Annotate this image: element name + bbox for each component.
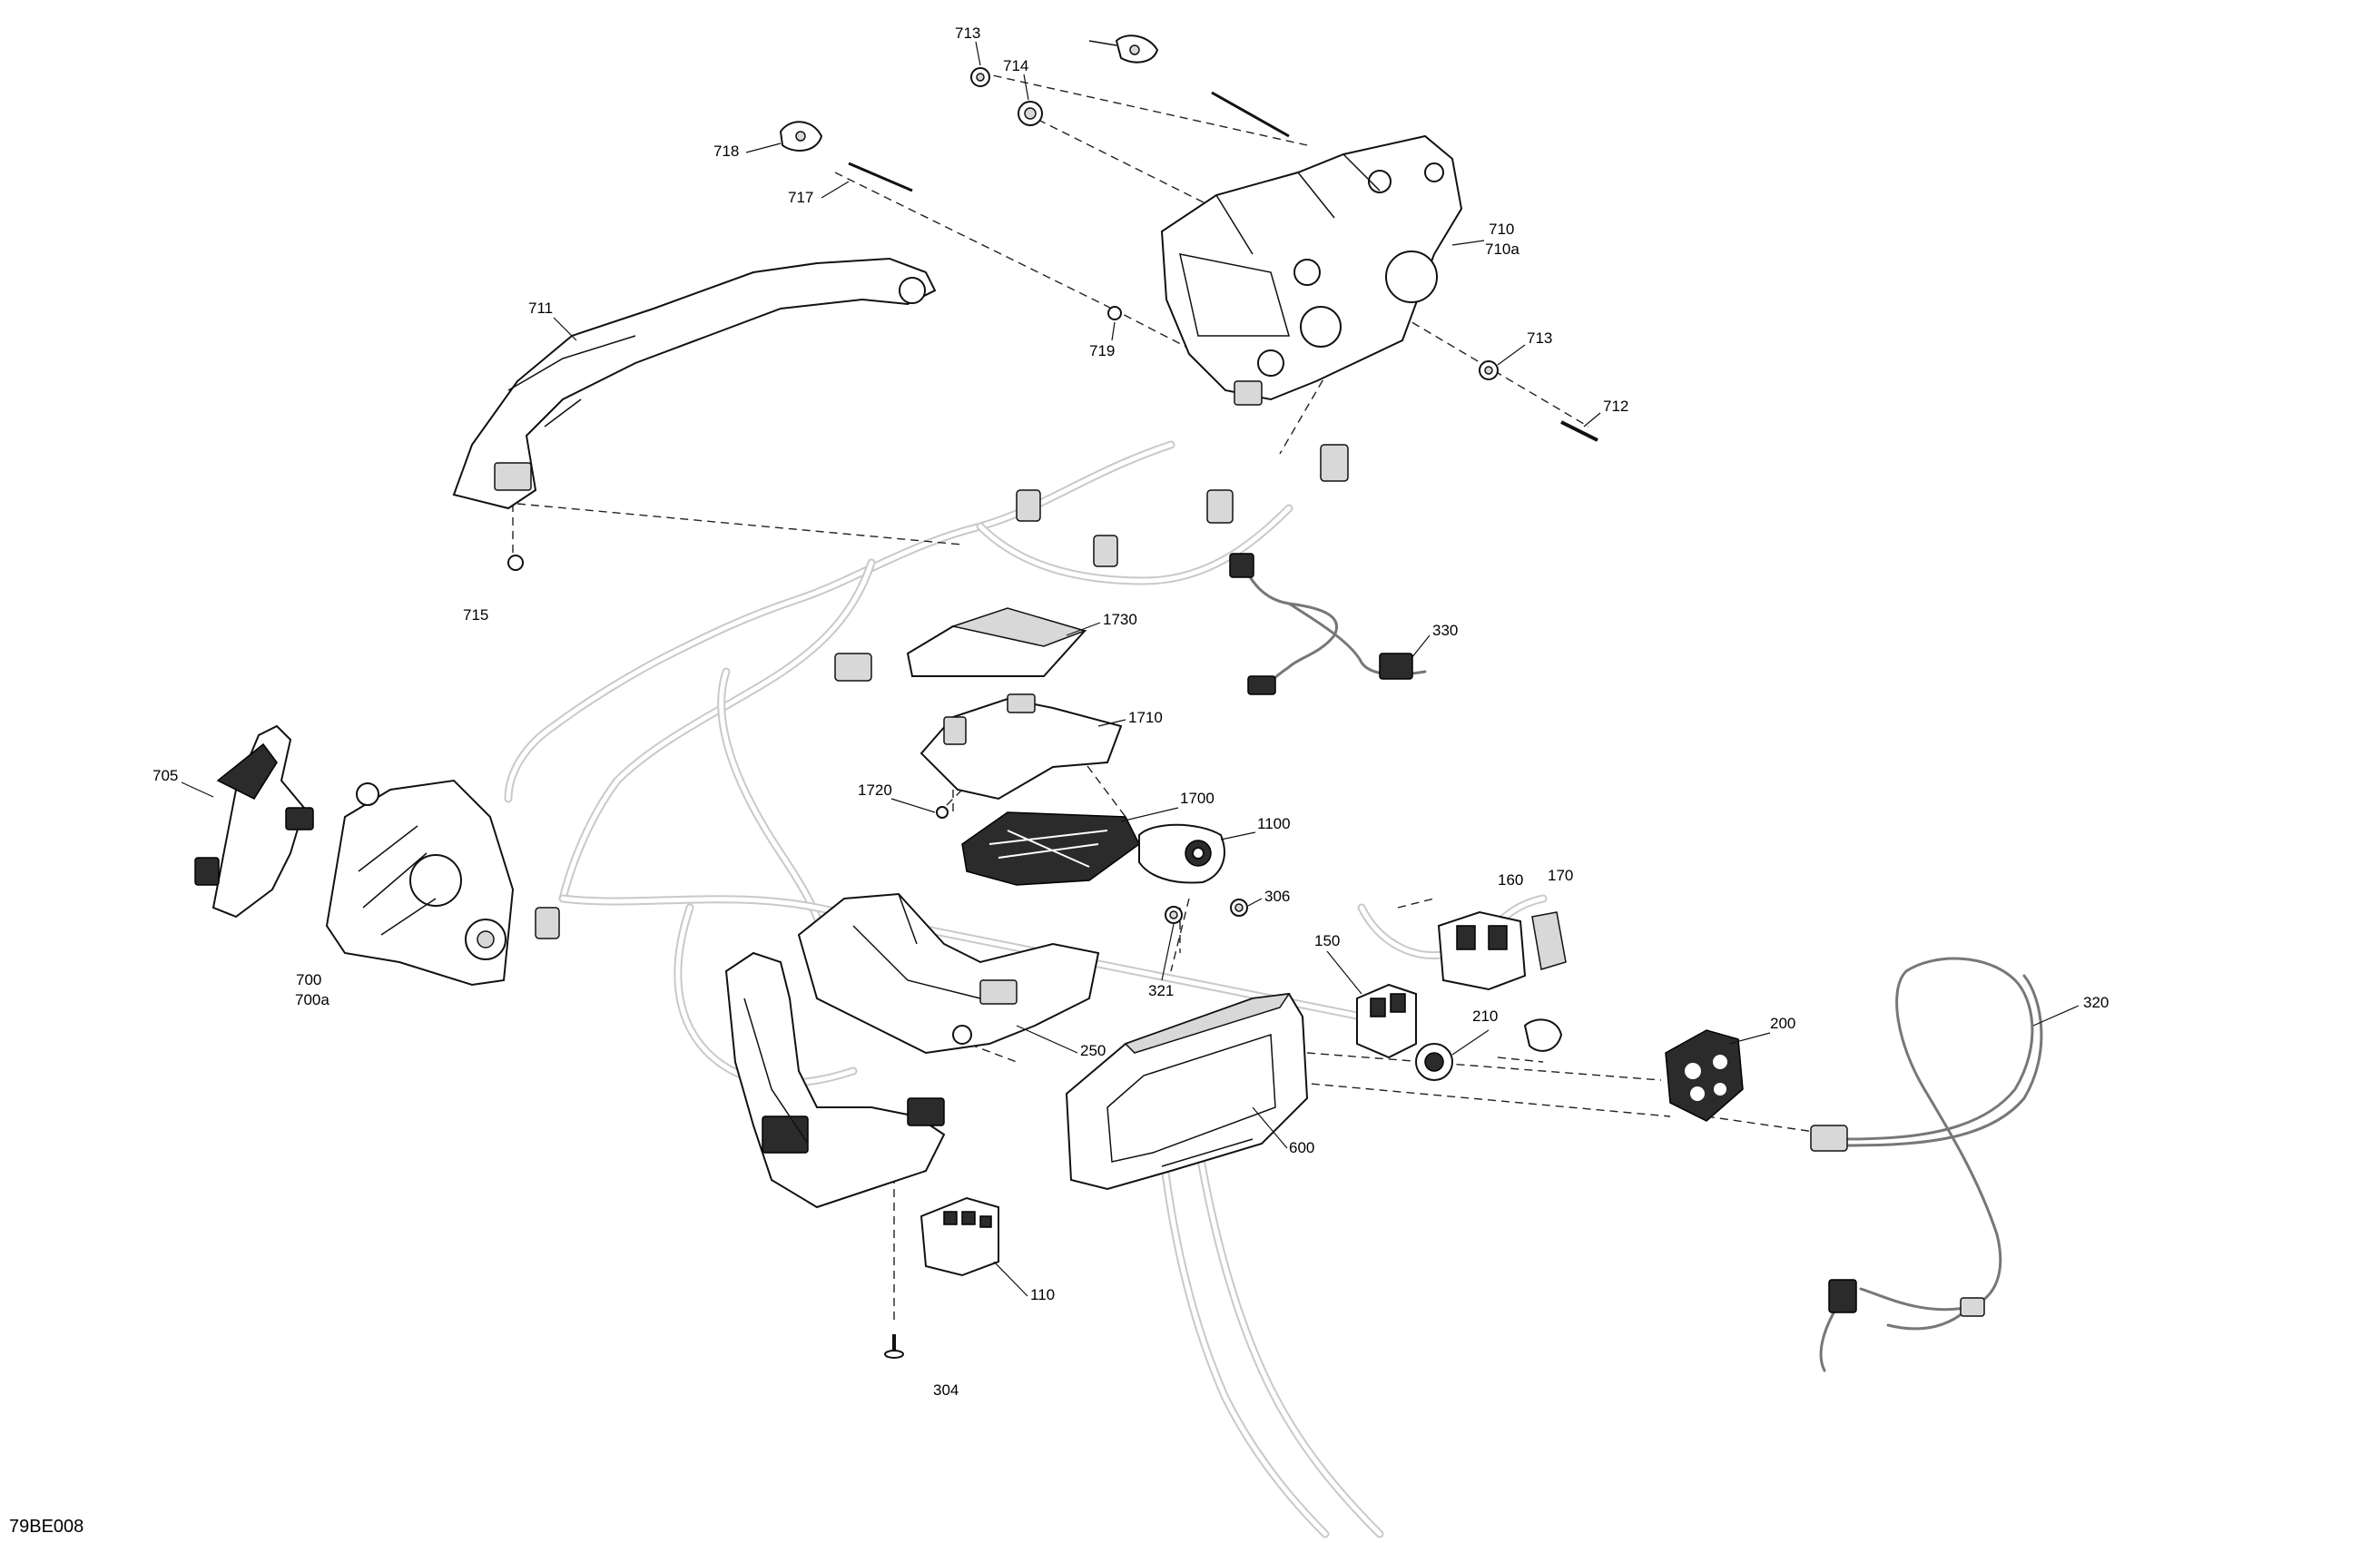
harness-330 [1229, 553, 1427, 695]
callout-330: 330 [1432, 622, 1458, 639]
light-700 [325, 779, 515, 987]
callout-712: 712 [1603, 398, 1628, 415]
module-1730 [906, 607, 1087, 677]
callout-304: 304 [933, 1381, 959, 1399]
switch-150 [1356, 983, 1417, 1059]
bracket-1710 [920, 693, 1123, 819]
callout-718: 718 [713, 143, 739, 160]
callout-321: 321 [1148, 982, 1174, 999]
callout-705: 705 [152, 767, 178, 784]
screw-304 [884, 1334, 904, 1359]
cluster-600 [1065, 992, 1309, 1191]
callout-320: 320 [2083, 994, 2109, 1011]
callout-700: 700 [296, 971, 321, 988]
callout-714: 714 [1003, 57, 1028, 74]
callout-713-top: 713 [955, 25, 980, 42]
harness-320 [1810, 957, 2043, 1372]
leader-lines [181, 41, 2080, 1297]
screw-321 [1165, 906, 1183, 924]
plug-170 [1531, 911, 1567, 970]
hardware-top [779, 34, 1598, 442]
callout-713-right: 713 [1527, 329, 1552, 347]
bracket-711 [452, 257, 937, 571]
callout-160: 160 [1498, 871, 1523, 889]
callout-715: 715 [463, 606, 488, 624]
callout-1700: 1700 [1180, 790, 1215, 807]
callout-170: 170 [1548, 867, 1573, 884]
callout-1710: 1710 [1128, 709, 1163, 726]
callout-250: 250 [1080, 1042, 1106, 1059]
callout-110: 110 [1030, 1286, 1055, 1303]
callout-1720: 1720 [858, 781, 892, 799]
callout-600: 600 [1289, 1139, 1314, 1156]
ignition-switch-1100 [1138, 823, 1225, 884]
callout-700a: 700a [295, 991, 329, 1008]
lower-bracket [724, 951, 946, 1209]
callout-719: 719 [1089, 342, 1115, 359]
headlight-housing-710 [1160, 134, 1463, 406]
keypad-200 [1665, 1029, 1744, 1122]
diagram-code: 79BE008 [9, 1517, 84, 1537]
light-705 [194, 724, 314, 919]
switch-160 [1437, 910, 1527, 991]
main-wiring-harness [504, 440, 1548, 1538]
callout-306: 306 [1264, 888, 1290, 905]
callout-717: 717 [788, 189, 813, 206]
callout-1730: 1730 [1103, 611, 1137, 628]
callout-210: 210 [1472, 1007, 1498, 1025]
callout-1100: 1100 [1257, 815, 1291, 832]
callout-labels: 713 714 718 717 711 719 710 710a 713 712… [152, 25, 2109, 1399]
switch-110 [920, 1196, 999, 1277]
module-1700 [961, 811, 1140, 886]
callout-710: 710 [1489, 221, 1514, 238]
screw-306 [1230, 899, 1248, 917]
callout-150: 150 [1314, 932, 1340, 949]
socket-210 [1415, 1018, 1563, 1081]
callout-710a: 710a [1485, 241, 1519, 258]
callout-711: 711 [528, 300, 553, 317]
callout-200: 200 [1770, 1015, 1795, 1032]
console-bracket-250 [797, 892, 1100, 1055]
